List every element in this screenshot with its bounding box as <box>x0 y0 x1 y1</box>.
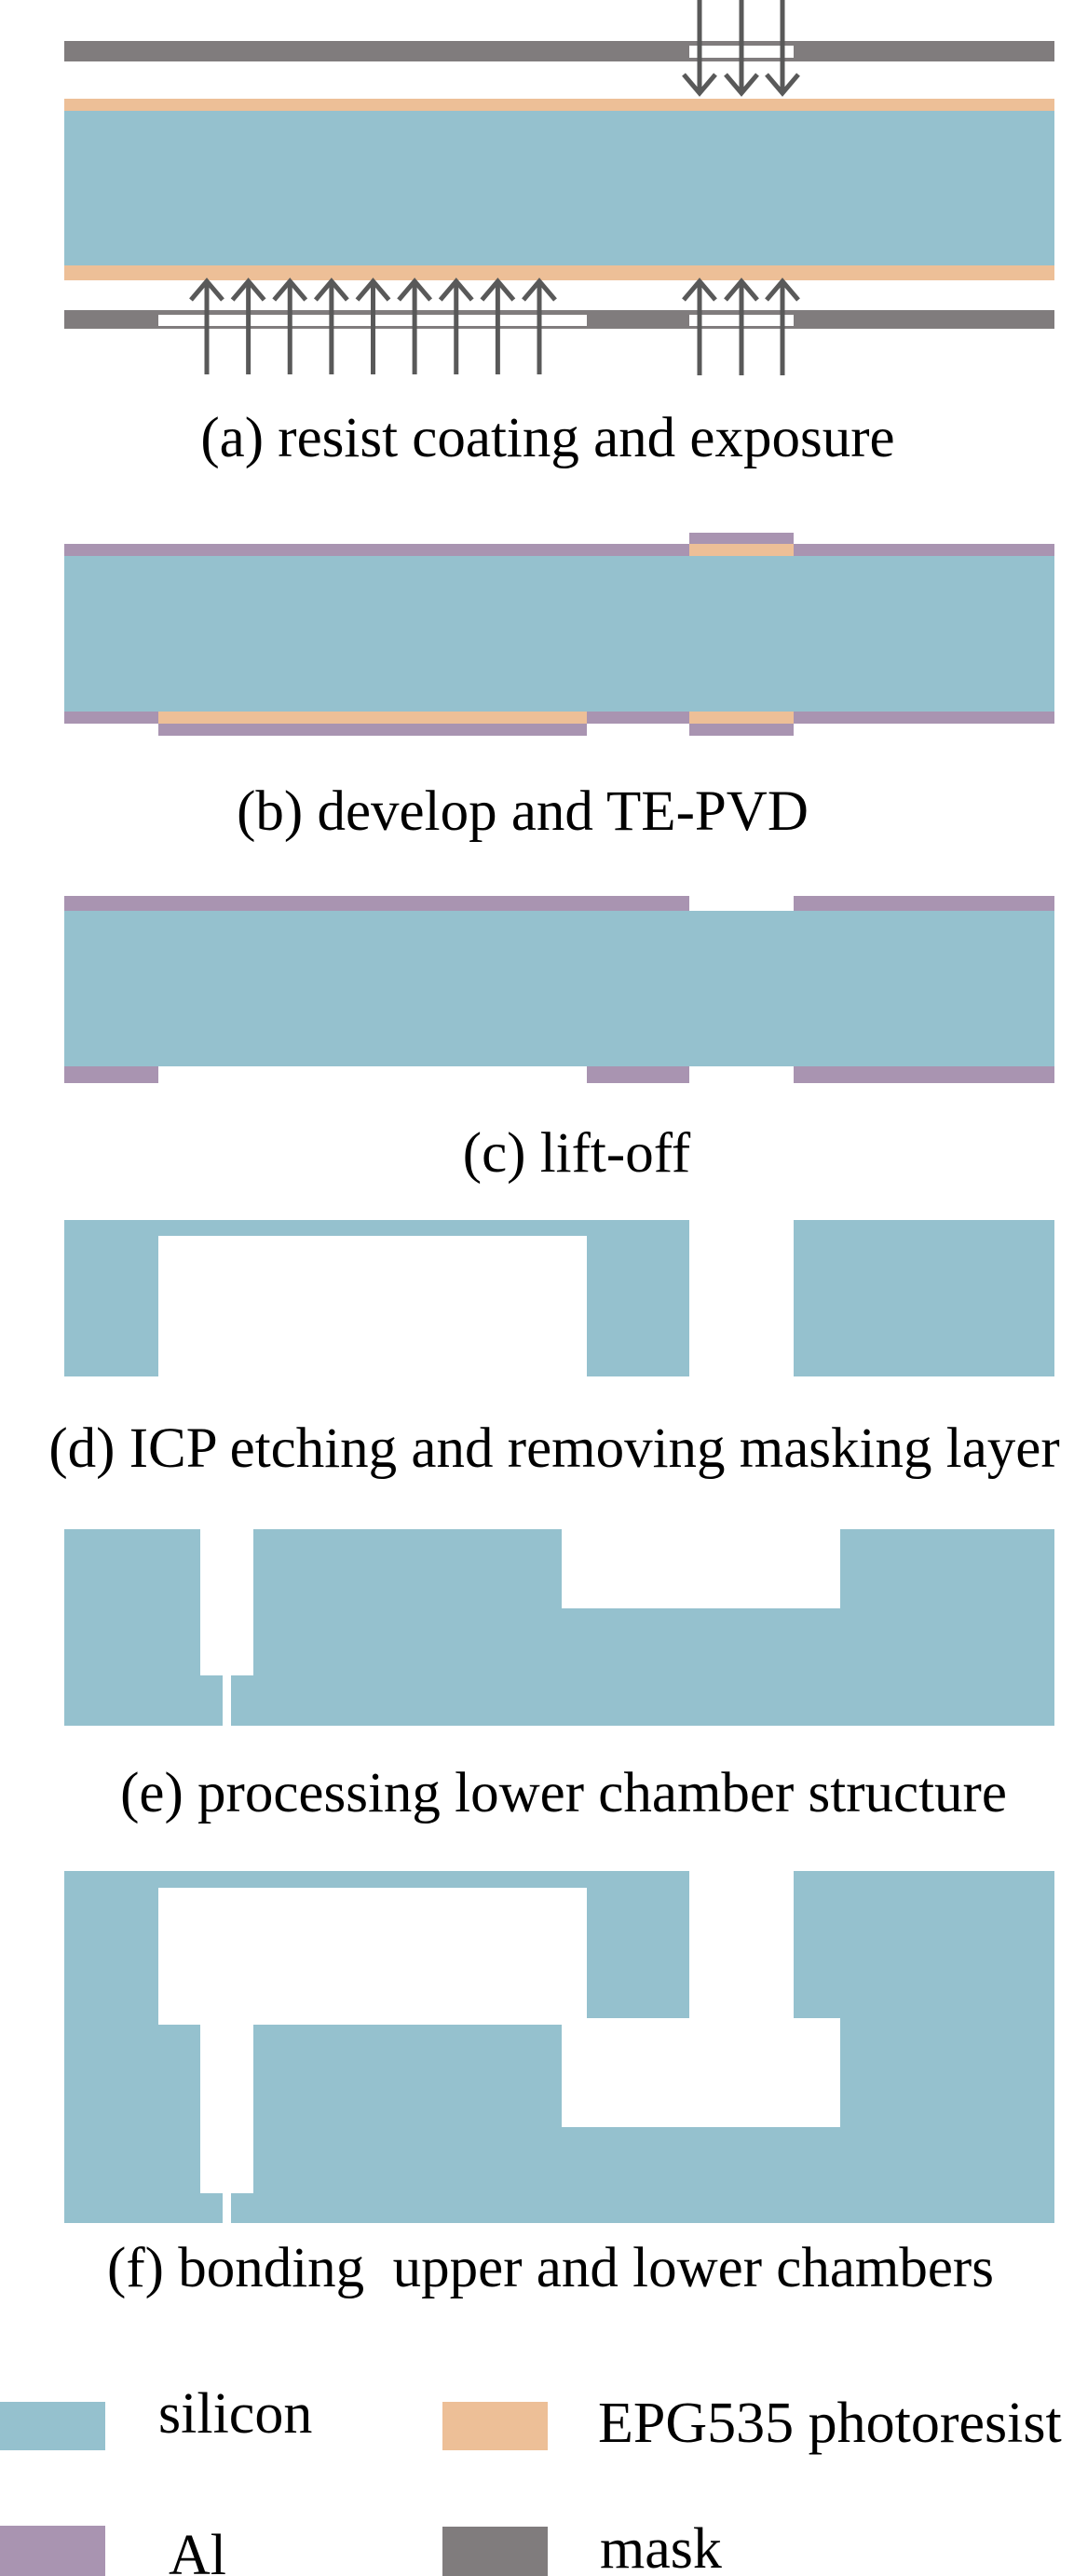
top-photoresist-island <box>689 544 794 556</box>
bottom-al-pad-middle <box>587 1066 689 1083</box>
exposure-arrow-up-icon <box>522 278 557 374</box>
top-photoresist <box>64 99 1054 111</box>
silicon-right-block <box>794 1220 1054 1376</box>
bottom-photoresist-island-right <box>689 712 794 724</box>
caption-e: (e) processing lower chamber structure <box>120 1762 1007 1824</box>
upper-cavity <box>158 1236 587 1376</box>
exposure-arrow-down-icon <box>724 0 759 97</box>
panel-f-bonding <box>64 1871 1054 2223</box>
top-al-layer <box>64 544 1054 556</box>
top-al-on-resist <box>689 533 794 544</box>
silicon-wafer <box>64 556 1054 712</box>
nozzle-slot <box>200 1529 253 1675</box>
caption-b: (b) develop and TE-PVD <box>237 780 809 843</box>
exposure-arrow-down-icon <box>765 0 800 97</box>
panel-a-resist-coating-exposure <box>64 0 1054 375</box>
exposure-arrow-up-icon <box>682 278 717 375</box>
exposure-arrow-up-icon <box>480 278 516 374</box>
exposure-arrow-up-icon <box>765 278 800 375</box>
connecting-gap <box>587 2018 689 2025</box>
nozzle-slot <box>200 2025 253 2193</box>
exposure-arrow-up-icon <box>313 278 349 374</box>
panel-c-lift-off <box>64 896 1054 1083</box>
exposure-arrow-up-icon <box>230 278 266 374</box>
panel-d-icp-etching <box>64 1220 1054 1376</box>
bottom-al-on-resist-right <box>689 724 794 736</box>
legend-label-al: Al <box>169 2524 226 2576</box>
top-mask <box>64 41 1054 61</box>
upper-cavity <box>158 1888 587 2025</box>
bottom-al-pad-right <box>794 1066 1054 1083</box>
bottom-al-pad-left <box>64 1066 158 1083</box>
bottom-al-on-resist-left <box>158 724 587 736</box>
exposure-arrow-up-icon <box>272 278 308 374</box>
exposure-arrow-up-icon <box>189 278 224 374</box>
silicon-wafer <box>64 111 1054 265</box>
nozzle-channel <box>223 2193 231 2223</box>
top-al-right <box>794 896 1054 911</box>
bottom-photoresist <box>64 265 1054 280</box>
silicon-wafer <box>64 911 1054 1066</box>
top-al-left <box>64 896 689 911</box>
legend-swatch-silicon <box>0 2402 105 2450</box>
legend-label-silicon: silicon <box>158 2382 312 2446</box>
caption-f: (f) bonding upper and lower chambers <box>107 2237 994 2299</box>
exposure-arrow-up-icon <box>724 278 759 375</box>
legend-swatch-al <box>0 2526 105 2576</box>
panel-e-lower-chamber <box>64 1529 1054 1726</box>
nozzle-channel <box>223 1675 231 1726</box>
legend-swatch-photoresist <box>442 2402 548 2450</box>
exposure-arrow-up-icon <box>438 278 474 374</box>
lower-cavity <box>562 2018 840 2127</box>
panel-b-develop-te-pvd <box>64 533 1054 736</box>
legend: silicon EPG535 photoresist Al mask <box>0 2382 1062 2576</box>
caption-a: (a) resist coating and exposure <box>200 407 894 469</box>
bottom-photoresist-island-left <box>158 712 587 724</box>
legend-swatch-mask <box>442 2527 548 2576</box>
exposure-arrow-down-icon <box>682 0 717 97</box>
legend-label-photoresist: EPG535 photoresist <box>598 2392 1062 2455</box>
caption-d: (d) ICP etching and removing masking lay… <box>48 1417 1059 1480</box>
exposure-arrow-up-icon <box>355 278 391 374</box>
lower-cavity <box>562 1529 840 1608</box>
legend-label-mask: mask <box>600 2517 722 2576</box>
inlet-through-hole <box>689 1871 794 2018</box>
caption-c: (c) lift-off <box>463 1122 691 1185</box>
exposure-arrow-up-icon <box>397 278 433 374</box>
